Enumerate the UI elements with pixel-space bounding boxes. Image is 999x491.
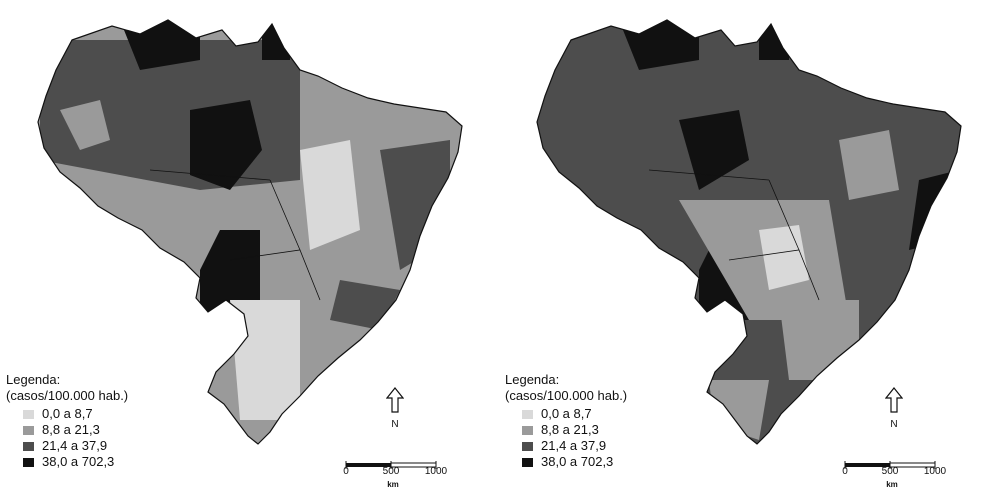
scale-bar: 0 500 1000 km [837, 458, 947, 490]
legend-item: 38,0 a 702,3 [23, 454, 128, 470]
legend-label: 38,0 a 702,3 [42, 454, 115, 469]
north-label: N [890, 419, 898, 430]
scale-tick: 500 [382, 466, 400, 477]
north-arrow: N [383, 387, 407, 430]
scale-tick: 500 [881, 466, 899, 477]
map-legend: Legenda: (casos/100.000 hab.) 0,0 a 8,7 … [505, 372, 627, 470]
scale-tick: 1000 [424, 466, 448, 477]
legend-item: 38,0 a 702,3 [522, 454, 627, 470]
legend-label: 21,4 a 37,9 [42, 438, 108, 453]
scale-tick: 1000 [923, 466, 947, 477]
legend-swatch [522, 409, 533, 419]
legend-swatch [522, 425, 533, 435]
scale-unit: km [387, 480, 399, 489]
legend-label: 8,8 a 21,3 [42, 422, 100, 437]
north-arrow-icon [385, 387, 405, 413]
scale-bar-graphic [844, 461, 936, 469]
legend-label: 21,4 a 37,9 [541, 438, 607, 453]
scale-tick: 0 [343, 466, 349, 477]
legend-label: 0,0 a 8,7 [42, 406, 93, 421]
north-arrow: N [882, 387, 906, 430]
scale-bar-graphic [345, 461, 437, 469]
legend-subtitle: (casos/100.000 hab.) [6, 388, 129, 403]
legend-title: Legenda: [505, 372, 560, 387]
legend-item: 0,0 a 8,7 [23, 406, 128, 422]
legend-item: 21,4 a 37,9 [522, 438, 627, 454]
north-arrow-icon [884, 387, 904, 413]
legend-item: 8,8 a 21,3 [23, 422, 128, 438]
scale-bar: 0 500 1000 km [338, 458, 448, 490]
map-panel-left: Legenda: (casos/100.000 hab.) 0,0 a 8,7 … [6, 19, 463, 490]
legend-swatch [522, 441, 533, 451]
legend-swatch [23, 441, 34, 451]
legend-title: Legenda: [6, 372, 61, 387]
north-label: N [391, 419, 399, 430]
choropleth-map-right [536, 19, 962, 445]
scale-tick: 0 [842, 466, 848, 477]
legend-label: 0,0 a 8,7 [541, 406, 592, 421]
legend-label: 38,0 a 702,3 [541, 454, 614, 469]
map-panel-right: Legenda: (casos/100.000 hab.) 0,0 a 8,7 … [499, 0, 999, 491]
legend-swatch [23, 457, 34, 467]
legend-item: 0,0 a 8,7 [522, 406, 627, 422]
scale-unit: km [886, 480, 898, 489]
choropleth-map-left [37, 19, 463, 445]
legend-label: 8,8 a 21,3 [541, 422, 599, 437]
legend-swatch [23, 409, 34, 419]
legend-subtitle: (casos/100.000 hab.) [505, 388, 628, 403]
map-legend: Legenda: (casos/100.000 hab.) 0,0 a 8,7 … [6, 372, 128, 470]
legend-swatch [522, 457, 533, 467]
legend-item: 21,4 a 37,9 [23, 438, 128, 454]
legend-swatch [23, 425, 34, 435]
legend-item: 8,8 a 21,3 [522, 422, 627, 438]
